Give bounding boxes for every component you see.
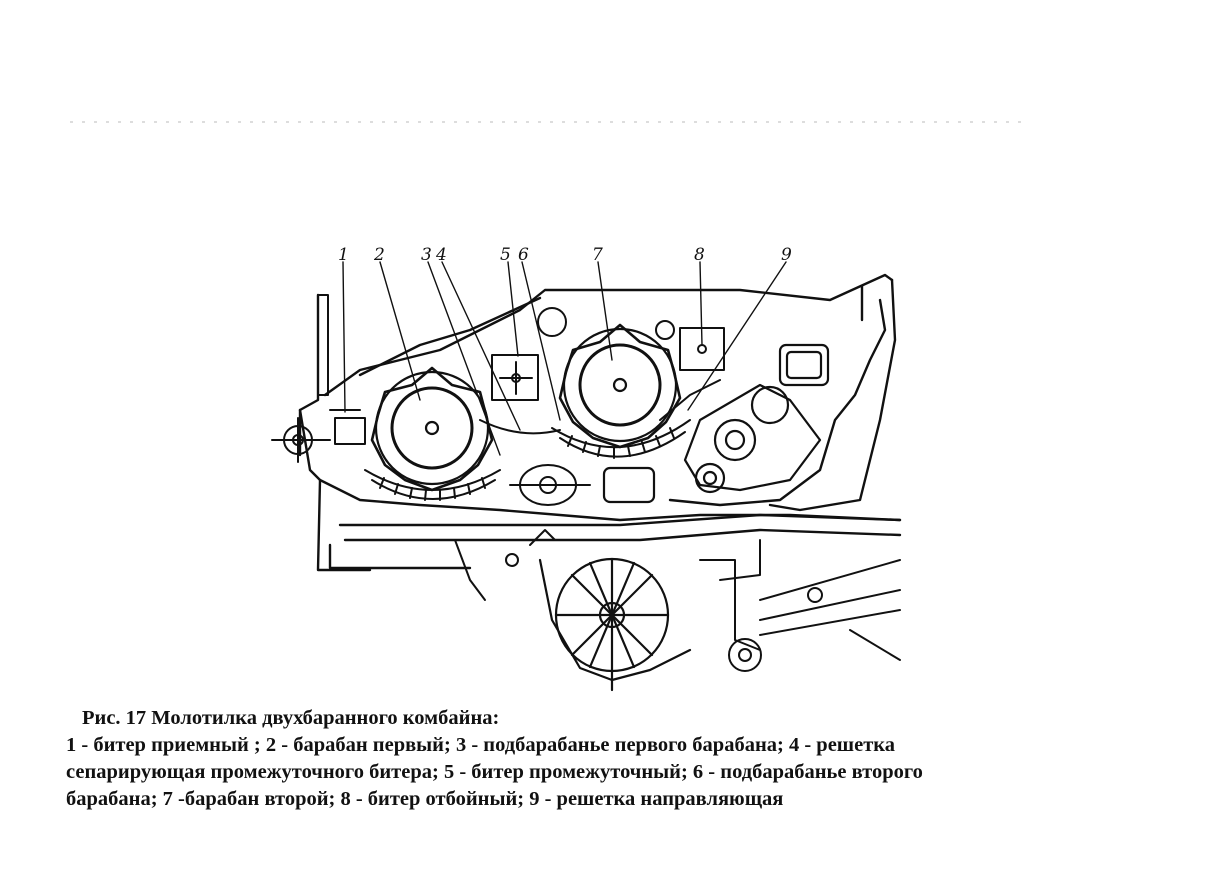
caption-line-1: 1 - битер приемный ; 2 - барабан первый;… (66, 734, 896, 756)
first-concave (364, 469, 501, 501)
callout-7: 7 (592, 245, 603, 265)
second-drum (558, 323, 682, 449)
right-mechanism (683, 343, 830, 494)
receiving-beater (271, 409, 366, 463)
callout-8: 8 (694, 245, 705, 265)
callout-4: 4 (435, 245, 447, 265)
leader-lines (342, 261, 787, 456)
guide-grate (659, 379, 721, 421)
callout-6: 6 (518, 245, 529, 265)
callout-9: 9 (781, 245, 792, 265)
lower-pulley (509, 464, 591, 506)
lower-frame (454, 529, 901, 672)
intermediate-beater (491, 354, 539, 401)
callout-2: 2 (373, 245, 385, 265)
caption-line-2: сепарирующая промежуточного битера; 5 - … (66, 761, 923, 783)
top-small-pulley-2 (655, 320, 675, 340)
figure-caption: Рис. 17 Молотилка двухбаранного комбайна… (66, 705, 1186, 813)
left-post (317, 294, 329, 396)
separating-grate (479, 419, 561, 435)
callout-5: 5 (500, 245, 511, 265)
cleaning-fan (538, 557, 692, 692)
top-small-pulley (537, 307, 567, 337)
caption-title: Рис. 17 Молотилка двухбаранного комбайна… (82, 707, 500, 729)
caption-line-3: барабана; 7 -барабан второй; 8 - битер о… (66, 788, 784, 810)
callout-1: 1 (338, 245, 349, 265)
combine-body (298, 273, 902, 572)
inspection-window (602, 466, 656, 504)
callout-3: 3 (421, 245, 432, 265)
second-concave (551, 419, 691, 459)
